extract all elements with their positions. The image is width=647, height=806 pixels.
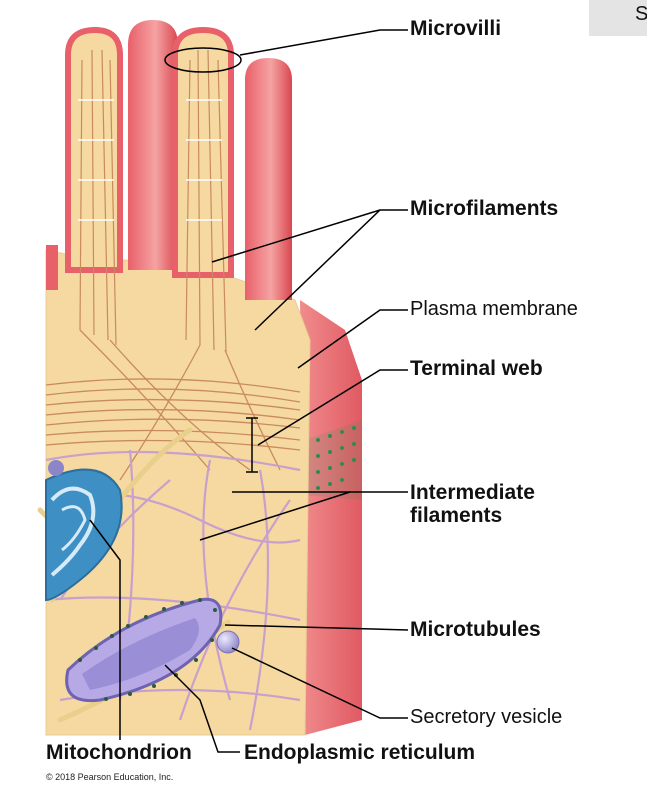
label-endoplasmic-reticulum: Endoplasmic reticulum <box>244 741 476 764</box>
leader-microfilaments-a <box>211 209 381 263</box>
leader-microfilaments-b <box>254 209 408 331</box>
microvilli-group <box>65 20 292 353</box>
leader-microtubules <box>224 624 409 631</box>
small-vesicle <box>48 460 64 476</box>
slide-corner-box: S <box>589 0 647 36</box>
left-membrane-band <box>46 245 58 290</box>
label-microvilli: Microvilli <box>410 17 502 40</box>
leader-intermediate-b <box>199 491 351 541</box>
label-microtubules: Microtubules <box>410 618 541 641</box>
terminal-web-bracket <box>246 417 258 473</box>
endoplasmic-reticulum-shape <box>65 597 223 703</box>
leader-mitochondrion <box>89 519 121 740</box>
label-secretory-vesicle: Secretory vesicle <box>410 706 563 728</box>
leader-plasma-membrane <box>297 309 408 369</box>
secretory-vesicle-shape <box>216 630 240 654</box>
microvillus-4 <box>245 58 292 300</box>
label-terminal-web: Terminal web <box>410 357 543 380</box>
mitochondrion-shape <box>45 468 123 602</box>
junction-dots <box>316 426 356 490</box>
leader-secretory-vesicle <box>231 647 408 719</box>
label-intermediate-filaments: Intermediate filaments <box>410 481 535 527</box>
leader-lines <box>89 29 409 753</box>
leader-terminal-web <box>257 369 408 446</box>
leader-microvilli <box>239 29 408 56</box>
label-microfilaments: Microfilaments <box>410 197 559 220</box>
terminal-web-fibers <box>45 329 301 481</box>
label-mitochondrion: Mitochondrion <box>46 741 192 764</box>
label-intermediate-line2: filaments <box>410 503 503 527</box>
copyright-notice: © 2018 Pearson Education, Inc. <box>46 772 174 782</box>
corner-text: S <box>635 3 647 25</box>
label-plasma-membrane: Plasma membrane <box>410 298 578 320</box>
leader-endoplasmic-reticulum <box>164 664 240 753</box>
microvillus-2 <box>128 20 178 270</box>
label-intermediate-line1: Intermediate <box>410 481 535 504</box>
microvilli-highlight-ellipse <box>164 47 242 73</box>
